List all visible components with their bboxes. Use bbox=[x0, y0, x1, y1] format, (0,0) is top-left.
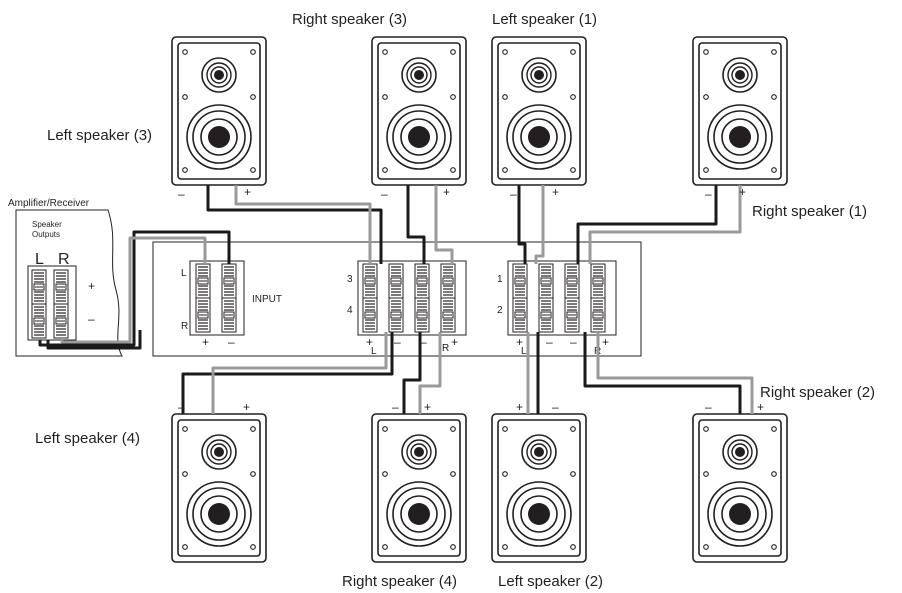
rs2-plus: + bbox=[757, 400, 764, 414]
label-right-speaker-2: Right speaker (2) bbox=[760, 384, 875, 401]
label-left-speaker-3: Left speaker (3) bbox=[47, 127, 152, 144]
wire-amp-left-black bbox=[38, 230, 231, 347]
amp-right-label: R bbox=[58, 251, 70, 268]
ls4-minus: – bbox=[178, 400, 185, 414]
wire-rs1-black bbox=[576, 185, 718, 264]
rs1-minus: – bbox=[705, 187, 712, 201]
speaker-polarity-marks: – + – + – + – + – + – + + – – + bbox=[178, 185, 764, 414]
input-l-label: L bbox=[181, 268, 187, 279]
speaker-wires bbox=[38, 185, 754, 414]
wire-ll1-black bbox=[517, 185, 527, 264]
label-left-speaker-1: Left speaker (1) bbox=[492, 11, 597, 28]
rs1-plus: + bbox=[739, 185, 746, 199]
input-label: INPUT bbox=[252, 294, 282, 305]
wire-ls4-black bbox=[181, 332, 394, 414]
bank12-l-plus: + bbox=[516, 335, 523, 349]
ll1-minus: – bbox=[510, 187, 517, 201]
ll1-plus: + bbox=[552, 185, 559, 199]
bank34-r-plus: + bbox=[451, 335, 458, 349]
zone-4-label: 4 bbox=[347, 305, 353, 316]
speaker-right-4 bbox=[371, 413, 467, 563]
speaker-right-3 bbox=[371, 36, 467, 186]
input-plus-label: + bbox=[202, 335, 209, 349]
bank34-l-label: L bbox=[371, 346, 377, 357]
amplifier-title: Amplifier/Receiver bbox=[8, 198, 90, 209]
bank34-r-minus: – bbox=[420, 335, 427, 349]
bank12-l-minus: – bbox=[546, 335, 553, 349]
wire-rs3-black bbox=[406, 185, 426, 264]
wire-rs1-gray bbox=[588, 185, 742, 264]
wire-rs4-black bbox=[402, 332, 422, 414]
amplifier-receiver bbox=[15, 209, 123, 357]
wire-amp-right-gray bbox=[60, 236, 207, 344]
speaker-left-3 bbox=[171, 36, 267, 186]
bank34-l-minus: – bbox=[394, 335, 401, 349]
speaker-right-1 bbox=[692, 36, 788, 186]
rs2-minus: – bbox=[705, 400, 712, 414]
rs4-minus: – bbox=[392, 400, 399, 414]
speaker-selector-box bbox=[152, 241, 642, 357]
ll2-minus: – bbox=[552, 400, 559, 414]
input-minus-label: – bbox=[228, 335, 235, 349]
wire-rs2-black bbox=[583, 332, 742, 414]
zone-2-label: 2 bbox=[497, 305, 503, 316]
ls4-plus: + bbox=[243, 400, 250, 414]
speaker-right-2 bbox=[692, 413, 788, 563]
label-right-speaker-3: Right speaker (3) bbox=[292, 11, 407, 28]
wire-rs3-gray bbox=[434, 185, 454, 264]
speaker-outputs-line1: Speaker bbox=[32, 220, 62, 229]
wire-rs4-gray bbox=[418, 332, 442, 414]
wire-ls3-gray bbox=[234, 185, 372, 264]
label-right-speaker-4: Right speaker (4) bbox=[342, 573, 457, 590]
rs3-plus: + bbox=[443, 185, 450, 199]
label-right-speaker-1: Right speaker (1) bbox=[752, 203, 867, 220]
bank12-r-minus: – bbox=[570, 335, 577, 349]
wire-amp-right-black bbox=[46, 330, 142, 350]
speaker-left-4 bbox=[171, 413, 267, 563]
wire-ls3-black bbox=[206, 185, 383, 264]
wire-rs2-gray bbox=[596, 332, 754, 414]
input-r-label: R bbox=[181, 321, 188, 332]
amp-minus-label: – bbox=[88, 312, 95, 326]
label-left-speaker-2: Left speaker (2) bbox=[498, 573, 603, 590]
rs4-plus: + bbox=[424, 400, 431, 414]
speaker-left-2 bbox=[491, 413, 587, 563]
bank34-r-label: R bbox=[442, 343, 449, 354]
speaker-outputs-line2: Outputs bbox=[32, 230, 60, 239]
zone-1-label: 1 bbox=[497, 274, 503, 285]
amp-plus-label: + bbox=[88, 279, 95, 293]
ll2-plus: + bbox=[516, 400, 523, 414]
zone-3-label: 3 bbox=[347, 274, 353, 285]
ls3-minus: – bbox=[178, 187, 185, 201]
bank12-r-plus: + bbox=[602, 335, 609, 349]
label-left-speaker-4: Left speaker (4) bbox=[35, 430, 140, 447]
bank34-l-plus: + bbox=[366, 335, 373, 349]
speaker-left-1 bbox=[491, 36, 587, 186]
amp-left-label: L bbox=[35, 251, 44, 268]
ls3-plus: + bbox=[244, 185, 251, 199]
rs3-minus: – bbox=[381, 187, 388, 201]
wire-ls4-gray bbox=[211, 332, 388, 414]
wire-ll1-gray bbox=[534, 185, 545, 264]
bank12-l-label: L bbox=[521, 346, 527, 357]
